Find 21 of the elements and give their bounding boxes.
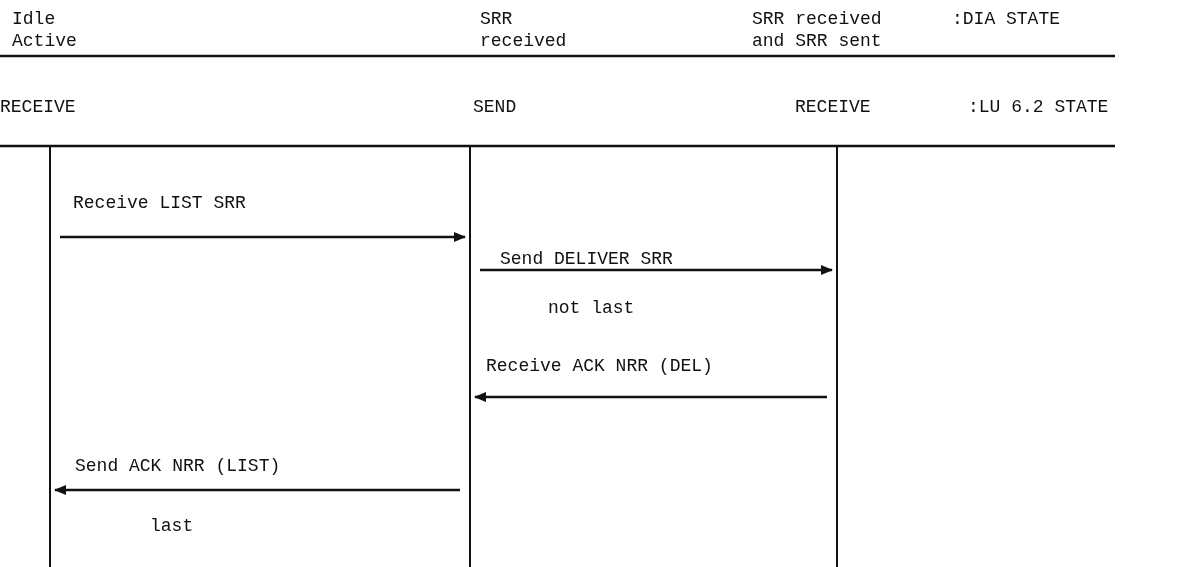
row-heading: :LU 6.2 STATE bbox=[968, 96, 1110, 118]
row-heading: :DIA STATE bbox=[952, 8, 1062, 30]
state-name: SRR received and SRR sent bbox=[752, 8, 883, 52]
edge-label: Send DELIVER SRR bbox=[500, 248, 673, 270]
lifeline-bar bbox=[469, 147, 471, 567]
state-name: Idle Active bbox=[12, 8, 78, 52]
arrow bbox=[60, 232, 466, 242]
state-name: SRR received bbox=[480, 8, 568, 52]
arrow bbox=[54, 485, 460, 495]
state-name: SEND bbox=[473, 96, 518, 118]
lifeline-bar bbox=[49, 147, 51, 567]
arrow bbox=[474, 392, 827, 402]
edge-note: last bbox=[150, 515, 195, 537]
lifeline-bar bbox=[836, 147, 838, 567]
edge-label: Receive ACK NRR (DEL) bbox=[486, 355, 713, 377]
edge-label: Send ACK NRR (LIST) bbox=[75, 455, 281, 477]
edge-label: Receive LIST SRR bbox=[73, 192, 246, 214]
state-name: RECEIVE bbox=[0, 96, 77, 118]
arrow bbox=[480, 265, 833, 275]
state-name: RECEIVE bbox=[795, 96, 872, 118]
edge-note: not last bbox=[548, 297, 636, 319]
